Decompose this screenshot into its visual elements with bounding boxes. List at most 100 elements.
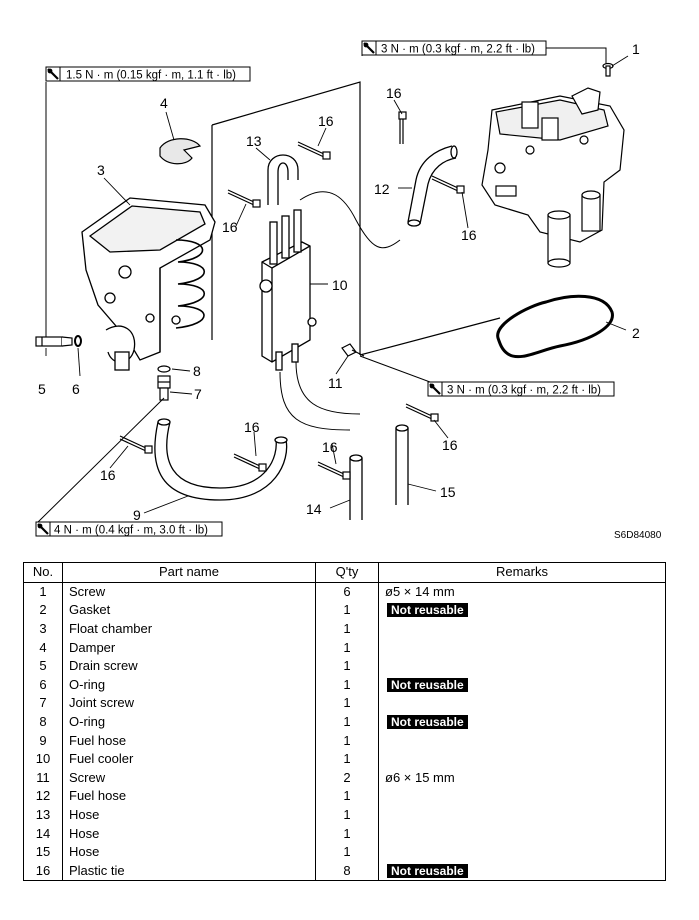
row-number: 1 [39, 583, 47, 599]
row-remarks [378, 619, 666, 639]
torque-spec-3-text: 3 N · m (0.3 kgf · m, 2.2 ft · lb) [447, 385, 601, 397]
hose-13 [267, 154, 299, 205]
callout-1: 1 [632, 41, 640, 57]
torque-spec-1: 1.5 N · m (0.15 kgf · m, 1.1 ft · lb) [44, 65, 251, 83]
callout-14: 14 [306, 501, 322, 517]
row-remarks: Not reusable [378, 861, 666, 881]
torque-spec-2-text: 3 N · m (0.3 kgf · m, 2.2 ft · lb) [381, 44, 535, 56]
torque-spec-4: 4 N · m (0.4 kgf · m, 3.0 ft · lb) [34, 520, 223, 538]
torque-spec-1-text: 1.5 N · m (0.15 kgf · m, 1.1 ft · lb) [66, 70, 236, 82]
row-quantity: 1 [315, 749, 379, 769]
row-part-name: Drain screw [62, 656, 316, 676]
exploded-parts-diagram: 1.5 N · m (0.15 kgf · m, 1.1 ft · lb) 3 … [34, 39, 662, 541]
callout-16g: 16 [322, 439, 338, 455]
screw-1 [602, 62, 614, 77]
hose-15 [395, 424, 409, 505]
callout-16c: 16 [461, 227, 477, 243]
callout-9: 9 [133, 507, 141, 523]
row-part-name: Damper [62, 638, 316, 657]
row-remarks [378, 824, 666, 843]
row-quantity: 1 [315, 787, 379, 806]
background-panel [211, 81, 501, 356]
row-remarks [378, 694, 666, 713]
callout-6: 6 [72, 381, 80, 397]
row-remarks [378, 749, 666, 769]
row-quantity: 1 [315, 694, 379, 713]
row-quantity: 1 [315, 824, 379, 843]
drain-screw [35, 336, 73, 347]
row-quantity: 8 [315, 861, 379, 881]
row-part-name: Fuel hose [62, 787, 316, 806]
callout-16a: 16 [318, 113, 334, 129]
row-part-name: Hose [62, 824, 316, 843]
screw-11 [341, 343, 365, 357]
row-part-name: Plastic tie [62, 861, 316, 881]
plastic-ties [119, 111, 465, 480]
row-quantity: 2 [315, 768, 379, 788]
row-part-name: Fuel cooler [62, 749, 316, 769]
row-quantity: 1 [315, 675, 379, 695]
fuel-cooler [259, 209, 317, 371]
row-quantity: 1 [315, 638, 379, 657]
fuel-hose-9 [154, 418, 288, 501]
row-number: 2 [39, 602, 47, 618]
row-quantity: 6 [315, 582, 379, 602]
callout-13: 13 [246, 133, 262, 149]
header-qty: Q'ty [315, 562, 379, 583]
row-part-name: Hose [62, 805, 316, 825]
callout-16e: 16 [100, 467, 116, 483]
not-reusable-badge: Not reusable [387, 863, 468, 878]
torque-spec-3: 3 N · m (0.3 kgf · m, 2.2 ft · lb) [426, 380, 615, 398]
row-quantity: 1 [315, 712, 379, 732]
callout-12: 12 [374, 181, 390, 197]
header-remarks: Remarks [378, 562, 666, 583]
row-part-name: Gasket [62, 601, 316, 620]
row-number: 7 [39, 695, 47, 711]
not-reusable-badge: Not reusable [387, 715, 468, 730]
callout-16d: 16 [386, 85, 402, 101]
row-number: 15 [35, 844, 51, 860]
callout-11: 11 [328, 375, 343, 391]
row-number: 14 [35, 825, 51, 841]
torque-spec-4-text: 4 N · m (0.4 kgf · m, 3.0 ft · lb) [54, 525, 208, 537]
row-number: 4 [39, 639, 47, 655]
row-part-name: O-ring [62, 675, 316, 695]
row-quantity: 1 [315, 619, 379, 639]
hose-14 [349, 454, 363, 520]
damper [159, 138, 202, 165]
row-number: 12 [35, 788, 51, 804]
row-remarks: ø5 × 14 mm [378, 582, 666, 602]
figure-code: S6D84080 [614, 530, 662, 541]
row-remarks: Not reusable [378, 675, 666, 695]
callout-7: 7 [194, 386, 202, 402]
gasket [496, 294, 614, 359]
header-no: No. [23, 562, 63, 583]
not-reusable-badge: Not reusable [387, 677, 468, 692]
row-number: 16 [35, 862, 51, 878]
callout-16b: 16 [222, 219, 238, 235]
row-part-name: Fuel hose [62, 731, 316, 750]
header-part-name: Part name [62, 562, 316, 583]
o-ring-8 [157, 365, 171, 373]
row-part-name: Screw [62, 768, 316, 788]
row-remarks [378, 805, 666, 825]
joint-screw [157, 375, 171, 401]
callout-16f: 16 [244, 419, 260, 435]
callout-4: 4 [160, 95, 168, 111]
row-quantity: 1 [315, 656, 379, 676]
row-number: 13 [35, 807, 51, 823]
callout-8: 8 [193, 363, 201, 379]
callout-numbers: 1 2 3 4 5 6 7 8 9 10 11 12 13 14 15 16 1… [38, 41, 640, 523]
row-part-name: Screw [62, 582, 316, 602]
o-ring-6 [74, 335, 82, 347]
